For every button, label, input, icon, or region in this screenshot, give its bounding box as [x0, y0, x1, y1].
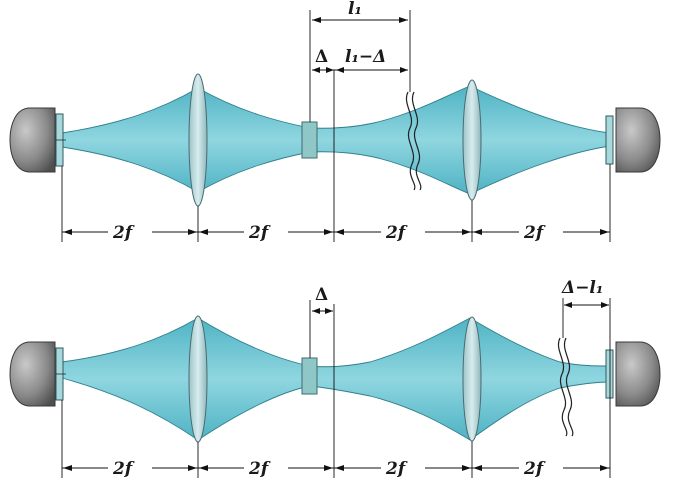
label-2f-bottom-2: 2f — [248, 459, 271, 479]
break-symbol-icon-2 — [558, 337, 574, 437]
label-delta-top: Δ — [315, 47, 328, 67]
label-2f-bottom-4: 2f — [523, 459, 546, 479]
lens-4-icon — [462, 316, 482, 442]
label-2f-top-4: 2f — [523, 223, 546, 243]
label-2f-bottom-3: 2f — [385, 459, 408, 479]
label-delta-bottom: Δ — [315, 285, 328, 305]
left-detector-mount-icon-2 — [9, 341, 56, 407]
label-l1: l₁ — [348, 0, 362, 19]
label-2f-top-2: 2f — [248, 223, 271, 243]
break-symbol-icon — [406, 91, 422, 191]
lens-1-icon — [188, 73, 208, 207]
dim-l1-top — [312, 17, 408, 23]
sample-slab-icon-2 — [301, 357, 318, 395]
dim-2f-row-bottom — [62, 465, 610, 471]
lens-3-icon — [188, 315, 208, 443]
right-detector-mount-icon — [615, 107, 661, 173]
lens-2-icon — [462, 79, 482, 201]
top-panel — [9, 10, 661, 242]
label-2f-bottom-1: 2f — [112, 459, 135, 479]
right-flange-icon-2 — [605, 349, 614, 399]
label-l1-minus-delta: l₁−Δ — [345, 47, 386, 67]
left-detector-mount-icon — [9, 107, 56, 173]
right-flange-icon — [605, 115, 614, 165]
top-beam — [61, 85, 611, 195]
dim-delta-bottom — [312, 308, 333, 314]
dim-delta-top — [312, 67, 408, 73]
dim-2f-row-top — [62, 229, 610, 235]
bottom-panel — [9, 298, 661, 478]
bottom-beam — [61, 317, 611, 441]
label-2f-top-3: 2f — [385, 223, 408, 243]
sample-slab-icon — [301, 121, 318, 159]
dim-delta-minus-l1 — [564, 302, 609, 308]
label-2f-top-1: 2f — [112, 223, 135, 243]
right-detector-mount-icon-2 — [615, 341, 661, 407]
label-delta-minus-l1: Δ−l₁ — [561, 278, 603, 298]
